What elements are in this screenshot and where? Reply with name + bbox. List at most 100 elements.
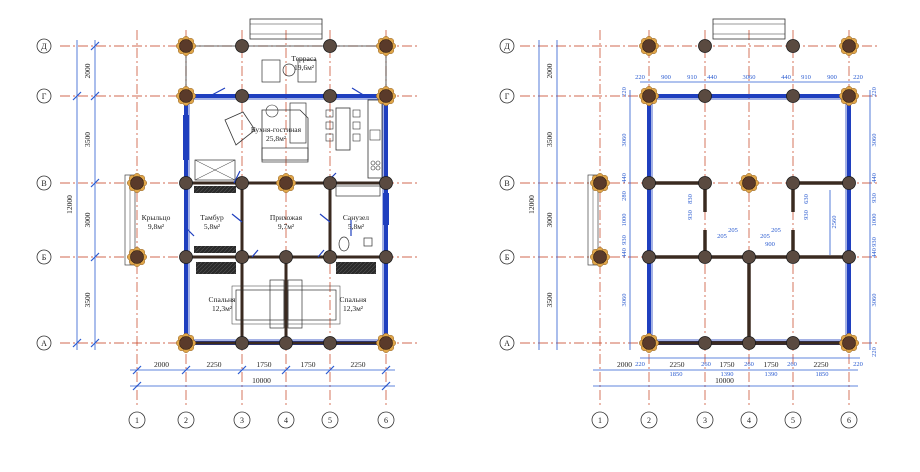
top-detail-dimension: 900 [827, 74, 837, 81]
axis-label-number: 3 [703, 416, 707, 425]
col-dimension: 2000 [154, 360, 169, 369]
log-column-core [642, 89, 656, 103]
axis-bubble-num-0 [128, 411, 146, 429]
room-area-hall: 9,7м² [278, 222, 295, 231]
column [786, 39, 800, 53]
row-total-dimension: 12000 [527, 195, 536, 214]
inner-detail-dimension: 930 [687, 210, 694, 220]
right-detail-dimension: 440 [871, 173, 878, 183]
log-column-core [379, 336, 393, 350]
column [786, 176, 800, 190]
top-detail-dimension: 220 [853, 74, 863, 81]
inner-detail-dimension: 900 [765, 241, 775, 248]
room-area-kitchen: 25,8м² [266, 134, 287, 143]
room-name-bedroom-2: Спальня [339, 295, 367, 304]
axis-bubble-num-4 [321, 411, 339, 429]
column [235, 176, 249, 190]
log-column-core [179, 336, 193, 350]
axis-label-number: 2 [184, 416, 188, 425]
column [323, 250, 337, 264]
log-column-core [130, 250, 144, 264]
bottom-detail-dimension: 260 [701, 361, 711, 368]
log-column [590, 247, 610, 267]
room-area-bathroom: 5,8м² [348, 222, 365, 231]
row-dimension: 2000 [83, 63, 92, 78]
column [742, 250, 756, 264]
room-area-bedroom-1: 12,3м² [212, 304, 233, 313]
log-column [839, 86, 859, 106]
log-column-core [642, 39, 656, 53]
top-detail-dimension: 3060 [743, 74, 756, 81]
axis-bubble-num-3 [740, 411, 758, 429]
right-detail-dimension: 220 [871, 87, 878, 97]
column [786, 250, 800, 264]
axis-bubble-1 [36, 88, 52, 104]
axis-bubble-2 [36, 175, 52, 191]
axis-bubble-num-4 [784, 411, 802, 429]
col-dimension: 1750 [257, 360, 272, 369]
column [642, 250, 656, 264]
log-column-core [742, 176, 756, 190]
left-detail-dimension: 930 [621, 235, 628, 245]
right-detail-dimension: 3060 [871, 134, 878, 147]
right-detail-dimension: 1000 [871, 214, 878, 227]
log-column [839, 36, 859, 56]
column [642, 176, 656, 190]
axis-bubble-0 [499, 38, 515, 54]
row-dimension: 3500 [83, 132, 92, 147]
column [179, 250, 193, 264]
column [742, 336, 756, 350]
column [698, 39, 712, 53]
room-name-kitchen: Кухня-гостиная [251, 125, 302, 134]
column [179, 176, 193, 190]
inner-detail-dimension: 205 [717, 233, 727, 240]
log-column [590, 173, 610, 193]
axis-label-number: 6 [384, 416, 388, 425]
log-column [176, 36, 196, 56]
left-detail-dimension: 3060 [621, 134, 628, 147]
log-column-core [842, 39, 856, 53]
axis-bubble-3 [499, 249, 515, 265]
axis-label-number: 2 [647, 416, 651, 425]
column [842, 176, 856, 190]
inner-detail-dimension: 630 [803, 194, 810, 204]
top-detail-dimension: 910 [801, 74, 811, 81]
column [698, 250, 712, 264]
room-name-terrace: Терраса [291, 54, 317, 63]
log-column-core [379, 39, 393, 53]
axis-label-letter: Б [505, 253, 510, 262]
top-detail-dimension: 440 [781, 74, 791, 81]
axis-bubble-num-1 [177, 411, 195, 429]
axis-label-number: 4 [747, 416, 751, 425]
axis-bubble-num-1 [640, 411, 658, 429]
bottom-detail-dimension: 260 [787, 361, 797, 368]
inner-detail-dimension: 205 [760, 233, 770, 240]
inner-detail-dimension: 205 [771, 227, 781, 234]
bottom-detail-dimension: 1390 [721, 371, 734, 378]
right-detail-dimension: 3060 [871, 294, 878, 307]
bottom-detail-dimension: 1850 [670, 371, 683, 378]
axis-label-number: 4 [284, 416, 288, 425]
right-detail-dimension: 930 [871, 237, 878, 247]
axis-label-letter: В [41, 179, 46, 188]
log-column [376, 86, 396, 106]
col-dimension: 2250 [670, 360, 685, 369]
col-total-dimension: 10000 [715, 376, 734, 385]
axis-bubble-1 [499, 88, 515, 104]
row-dimension: 3500 [83, 292, 92, 307]
left-floor-plan: ДГВБА12345620003500300035001200020002250… [36, 18, 420, 429]
bottom-detail-dimension: 220 [635, 361, 645, 368]
room-area-bedroom-2: 12,3м² [343, 304, 364, 313]
col-dimension: 2250 [207, 360, 222, 369]
axis-label-letter: В [504, 179, 509, 188]
axis-bubble-2 [499, 175, 515, 191]
bottom-detail-dimension: 220 [853, 361, 863, 368]
inner-detail-dimension: 830 [687, 194, 694, 204]
left-detail-dimension: 440 [621, 248, 628, 258]
right-detail-dimension: 440 [871, 248, 878, 258]
col-dimension: 2000 [617, 360, 632, 369]
row-total-dimension: 12000 [65, 195, 74, 214]
column [235, 336, 249, 350]
log-column [639, 36, 659, 56]
